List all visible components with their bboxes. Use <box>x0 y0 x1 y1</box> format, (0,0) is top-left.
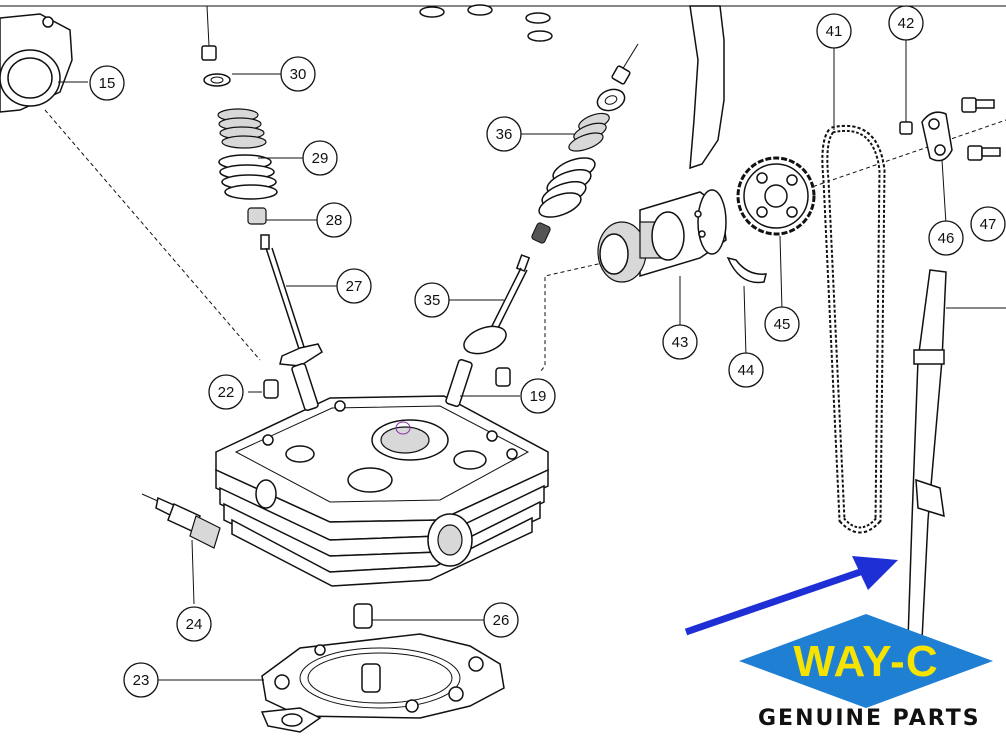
callout-label: 15 <box>99 75 116 92</box>
callout-35: 35 <box>414 282 450 318</box>
callout-36: 36 <box>486 116 522 152</box>
part-23-head-gasket <box>260 633 505 733</box>
logo-brand-text: WAY-C <box>793 637 938 686</box>
callout-29: 29 <box>302 140 338 176</box>
callout-label: 47 <box>980 216 997 233</box>
brand-logo: WAY-C <box>739 614 993 708</box>
callout-15: 15 <box>89 65 125 101</box>
callout-19: 19 <box>520 378 556 414</box>
callout-26: 26 <box>483 602 519 638</box>
callout-label: 43 <box>672 334 689 351</box>
callout-label: 36 <box>496 126 513 143</box>
logo-diamond <box>739 614 993 708</box>
part-keeper-top <box>201 45 217 61</box>
callout-label: 28 <box>326 212 343 229</box>
callout-label: 23 <box>133 672 150 689</box>
right-valve-assembly <box>463 43 639 355</box>
callout-label: 19 <box>530 388 547 405</box>
part-42-pin <box>899 121 913 135</box>
blue-pointer-arrow <box>684 556 898 636</box>
callout-22: 22 <box>208 374 244 410</box>
callout-label: 46 <box>938 230 955 247</box>
callout-42: 42 <box>888 5 924 41</box>
callout-label: 41 <box>826 23 843 40</box>
part-45-cam-sprocket <box>736 156 816 236</box>
left-valve-assembly <box>201 5 323 367</box>
top-shims <box>419 4 553 42</box>
callout-label: 35 <box>424 292 441 309</box>
part-29-valve-spring <box>217 108 278 200</box>
assembly-line-15 <box>44 109 261 361</box>
part-24-spark-plug <box>141 493 221 605</box>
callout-label: 45 <box>774 316 791 333</box>
callout-label: 22 <box>218 384 235 401</box>
callout-label: 26 <box>493 612 510 629</box>
callout-label: 29 <box>312 150 329 167</box>
callout-44: 44 <box>728 352 764 388</box>
part-15-intake-ring <box>0 13 88 113</box>
part-26-dowel <box>353 603 373 629</box>
cylinder-head <box>215 358 549 587</box>
callout-label: 42 <box>898 15 915 32</box>
part-19-dowel <box>495 367 511 387</box>
callout-46: 46 <box>928 220 964 256</box>
callout-23: 23 <box>123 662 159 698</box>
part-30-retainer <box>203 73 231 87</box>
callout-24: 24 <box>176 606 212 642</box>
part-35-valve <box>463 254 531 355</box>
part-41-cam-chain <box>821 124 886 534</box>
part-22-dowel <box>263 379 279 399</box>
callout-label: 30 <box>290 66 307 83</box>
assembly-line-sprocket <box>779 119 1006 199</box>
callout-41: 41 <box>816 13 852 49</box>
part-27-valve <box>260 234 323 367</box>
part-28-valve-seal <box>247 207 267 225</box>
part-47-bolts <box>961 97 1001 161</box>
leader-lines <box>158 38 947 681</box>
callout-30: 30 <box>280 56 316 92</box>
logo-tagline: GENUINE PARTS <box>758 706 981 731</box>
callout-label: 44 <box>738 362 755 379</box>
callout-label: 24 <box>186 616 203 633</box>
part-44-half-plate <box>726 256 767 284</box>
chain-tensioner-guide <box>907 269 1006 641</box>
callout-43: 43 <box>662 324 698 360</box>
callout-45: 45 <box>764 306 800 342</box>
callout-label: 27 <box>346 278 363 295</box>
callout-27: 27 <box>336 268 372 304</box>
callout-47: 47 <box>970 206 1006 242</box>
callout-28: 28 <box>316 202 352 238</box>
part-36-valve-spring <box>538 112 610 218</box>
chain-guide-top <box>689 5 725 170</box>
part-43-camshaft <box>597 189 727 283</box>
